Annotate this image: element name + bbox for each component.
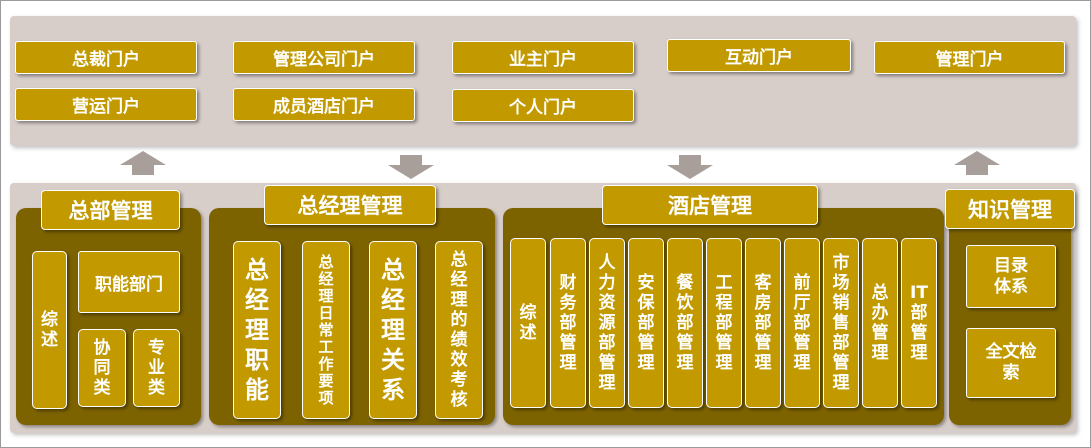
portal-president[interactable]: 总裁门户 (15, 41, 197, 74)
hotel-title[interactable]: 酒店管理 (602, 185, 818, 225)
hq-overview[interactable]: 综述 (32, 251, 67, 409)
hotel-sales-marketing[interactable]: 市场销售部管理 (823, 238, 859, 408)
hq-collaborative[interactable]: 协同类 (78, 329, 126, 407)
arrow-up-icon (954, 151, 1000, 175)
gm-performance[interactable]: 总经理的绩效考核 (435, 241, 483, 419)
hq-functional-dept[interactable]: 职能部门 (78, 251, 180, 313)
knowledge-fulltext-search[interactable]: 全文检索 (966, 328, 1056, 398)
portal-management-company[interactable]: 管理公司门户 (233, 41, 415, 74)
arrow-down-icon (667, 155, 713, 179)
hotel-security[interactable]: 安保部管理 (628, 238, 664, 408)
gm-relations[interactable]: 总经理关系 (369, 241, 417, 419)
hotel-housekeeping[interactable]: 客房部管理 (745, 238, 781, 408)
hotel-engineering[interactable]: 工程部管理 (706, 238, 742, 408)
portal-operations[interactable]: 营运门户 (15, 88, 197, 121)
portal-member-hotel[interactable]: 成员酒店门户 (233, 88, 415, 121)
gm-title[interactable]: 总经理管理 (264, 185, 436, 225)
portal-personal[interactable]: 个人门户 (452, 89, 634, 122)
knowledge-catalog[interactable]: 目录体系 (966, 245, 1056, 308)
hotel-general-office[interactable]: 总办管理 (862, 238, 898, 408)
hotel-it[interactable]: IT部管理 (901, 238, 937, 408)
hotel-front-office[interactable]: 前厅部管理 (784, 238, 820, 408)
knowledge-title[interactable]: 知识管理 (945, 189, 1075, 229)
portal-interactive[interactable]: 互动门户 (667, 39, 851, 72)
gm-daily-tasks[interactable]: 总经理日常工作要项 (302, 241, 350, 419)
portal-owner[interactable]: 业主门户 (452, 41, 634, 74)
gm-functions[interactable]: 总经理职能 (233, 241, 281, 419)
arrow-up-icon (120, 151, 166, 175)
hotel-overview[interactable]: 综述 (510, 238, 546, 408)
hotel-finance[interactable]: 财务部管理 (550, 238, 586, 408)
portal-management[interactable]: 管理门户 (874, 41, 1065, 74)
portal-panel (10, 16, 1076, 146)
arrow-down-icon (388, 155, 434, 179)
hq-title[interactable]: 总部管理 (41, 190, 180, 230)
hotel-hr[interactable]: 人力资源部管理 (589, 238, 625, 408)
hotel-fnb[interactable]: 餐饮部管理 (667, 238, 703, 408)
hq-professional[interactable]: 专业类 (133, 329, 180, 407)
